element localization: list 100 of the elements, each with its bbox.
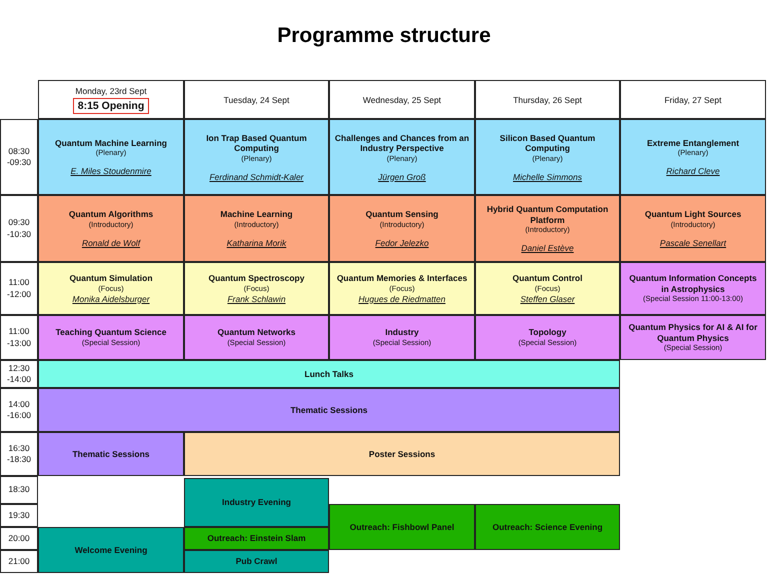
session-block [620, 262, 766, 315]
time-label: 18:30 [7, 484, 31, 496]
speaker-name: Pascale Senellart [660, 238, 726, 248]
session-block [184, 262, 329, 315]
session-title: Topology [528, 327, 566, 338]
session-title: Pub Crawl [236, 556, 278, 567]
time-cell [0, 476, 38, 504]
session-block [38, 119, 184, 195]
session-block [184, 478, 329, 527]
time-cell [0, 195, 38, 262]
session-title: Quantum Algorithms [68, 209, 154, 220]
session-title: Quantum Control [512, 273, 582, 284]
session-title: Quantum Simulation [69, 273, 153, 284]
session-title: Thematic Sessions [72, 448, 150, 460]
speaker-name: Hugues de Riedmatten [358, 294, 446, 304]
session-block [184, 195, 329, 262]
time-cell [0, 388, 38, 432]
time-cell [0, 550, 38, 573]
session-block [38, 388, 620, 432]
session-title: Outreach: Fishbowl Panel [350, 522, 454, 532]
day-heading: Tuesday, 24 Sept [224, 94, 290, 104]
speaker-name: Richard Cleve [666, 166, 720, 176]
session-title: Quantum Spectroscopy [208, 273, 304, 284]
speaker-name: Frank Schlawin [227, 294, 286, 304]
page-title: Programme structure [277, 24, 491, 48]
day-header-cell [475, 80, 620, 119]
session-block [475, 315, 620, 360]
session-block [620, 195, 766, 262]
session-block [620, 119, 766, 195]
day-header-cell [38, 80, 184, 119]
speaker-name: Katharina Morik [226, 238, 286, 248]
session-title: Hybrid Quantum Computation Platform [486, 204, 610, 226]
session-block [184, 527, 329, 550]
session-title: Challenges and Chances from an Industry Perspective [334, 132, 470, 154]
session-block [38, 262, 184, 315]
day-heading: Thursday, 26 Sept [513, 94, 582, 104]
time-label: 11:00 -12:00 [6, 277, 32, 300]
speaker-name: Michelle Simmons [513, 172, 582, 182]
time-label: 12:30 -14:00 [6, 362, 32, 386]
session-title: Quantum Networks [218, 327, 296, 338]
session-block [329, 195, 475, 262]
session-block [475, 262, 620, 315]
session-block [620, 315, 766, 360]
speaker-name: Ferdinand Schmidt-Kaler [209, 172, 304, 182]
session-title: Machine Learning [220, 209, 293, 220]
time-label: 16:30 -18:30 [6, 442, 32, 466]
session-title: Poster Sessions [368, 448, 436, 460]
session-title: Quantum Information Concepts in Astrophysics [628, 273, 758, 294]
session-title: Lunch Talks [304, 368, 354, 380]
time-label: 14:00 -16:00 [6, 398, 32, 422]
session-title: Extreme Entanglement [646, 138, 740, 148]
session-block [329, 262, 475, 315]
speaker-name: Daniel Estève [521, 243, 574, 253]
session-title: Teaching Quantum Science [56, 327, 166, 338]
session-block [184, 550, 329, 573]
session-title: Welcome Evening [74, 544, 148, 556]
speaker-name: Jürgen Groß [378, 172, 426, 182]
session-title: Outreach: Einstein Slam [207, 533, 306, 544]
session-title: Industry [385, 327, 419, 338]
time-cell [0, 119, 38, 195]
session-block [184, 432, 620, 476]
day-header-cell [620, 80, 766, 119]
time-cell [0, 262, 38, 315]
session-block [38, 432, 184, 476]
time-label: 21:00 [7, 556, 31, 568]
session-block [329, 504, 475, 550]
session-title: Industry Evening [222, 497, 291, 508]
session-block [475, 195, 620, 262]
session-block [38, 195, 184, 262]
session-title: Quantum Memories & Interfaces [336, 273, 468, 284]
session-title: Quantum Light Sources [644, 209, 742, 220]
session-title: Quantum Physics for AI & AI for Quantum Physics [628, 322, 758, 344]
day-heading: Wednesday, 25 Sept [362, 94, 442, 104]
opening-badge: 8:15 Opening [72, 98, 150, 114]
session-title: Outreach: Science Evening [492, 522, 603, 532]
time-label: 09:30 -10:30 [6, 217, 32, 240]
session-block [329, 315, 475, 360]
session-title: Quantum Sensing [366, 209, 438, 220]
time-cell [0, 527, 38, 550]
time-label: 20:00 [7, 532, 31, 544]
time-cell [0, 360, 38, 388]
time-cell [0, 432, 38, 476]
session-block [184, 119, 329, 195]
speaker-name: Ronald de Wolf [82, 238, 140, 248]
session-title: Thematic Sessions [290, 404, 368, 416]
session-title: Silicon Based Quantum Computing [498, 132, 596, 154]
session-block [38, 527, 184, 573]
time-cell [0, 315, 38, 360]
time-label: 11:00 -13:00 [6, 326, 32, 349]
day-heading: Monday, 23rd Sept [75, 86, 147, 96]
session-title: Ion Trap Based Quantum Computing [205, 132, 308, 154]
session-block [38, 315, 184, 360]
time-cell [0, 504, 38, 527]
day-header-cell [329, 80, 475, 119]
session-block [475, 119, 620, 195]
session-block [38, 360, 620, 388]
time-label: 08:30 -09:30 [6, 146, 32, 168]
session-block [329, 119, 475, 195]
speaker-name: Monika Aidelsburger [72, 294, 150, 304]
day-header-cell [184, 80, 329, 119]
